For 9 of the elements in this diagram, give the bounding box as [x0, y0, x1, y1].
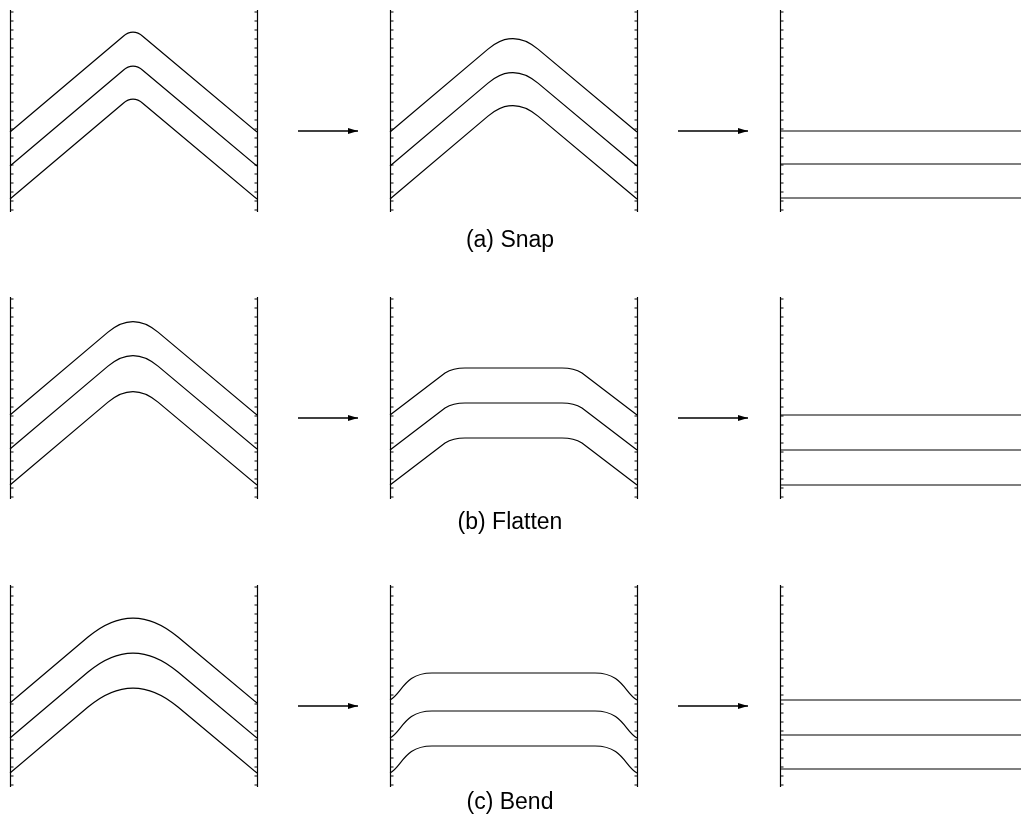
arrow — [297, 128, 359, 134]
panel-caption: (b) Flatten — [457, 508, 563, 535]
arrow — [297, 415, 359, 421]
arrow — [677, 128, 749, 134]
arrow — [677, 703, 749, 709]
arrow — [297, 703, 359, 709]
arrow — [677, 415, 749, 421]
panel-caption: (a) Snap — [465, 226, 555, 253]
panel-caption: (c) Bend — [466, 788, 554, 815]
